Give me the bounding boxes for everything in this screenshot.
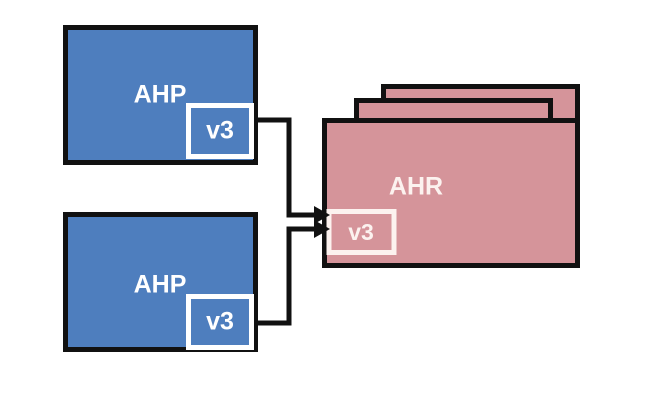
ahp-bottom-version-box[interactable]: v3: [186, 294, 254, 350]
connectors-group: [253, 117, 330, 326]
ahp-bottom-group[interactable]: AHP v3: [63, 212, 258, 352]
ahp-top-version-box[interactable]: v3: [186, 103, 254, 159]
connector-ahp-bottom-to-ahr[interactable]: [253, 226, 316, 326]
ahp-bottom-version-box-rect: [186, 294, 254, 350]
ahp-top-version-box-rect: [186, 103, 254, 159]
ahr-version-box-rect: [326, 209, 397, 255]
ahp-top-group[interactable]: AHP v3: [63, 25, 258, 165]
arrowhead-bottom: [314, 220, 330, 238]
ahr-card-front: [322, 118, 580, 268]
connector-ahp-top-to-ahr[interactable]: [253, 117, 316, 218]
arrowhead-top: [314, 206, 330, 224]
ahr-stack-group[interactable]: AHR v3: [322, 84, 580, 268]
